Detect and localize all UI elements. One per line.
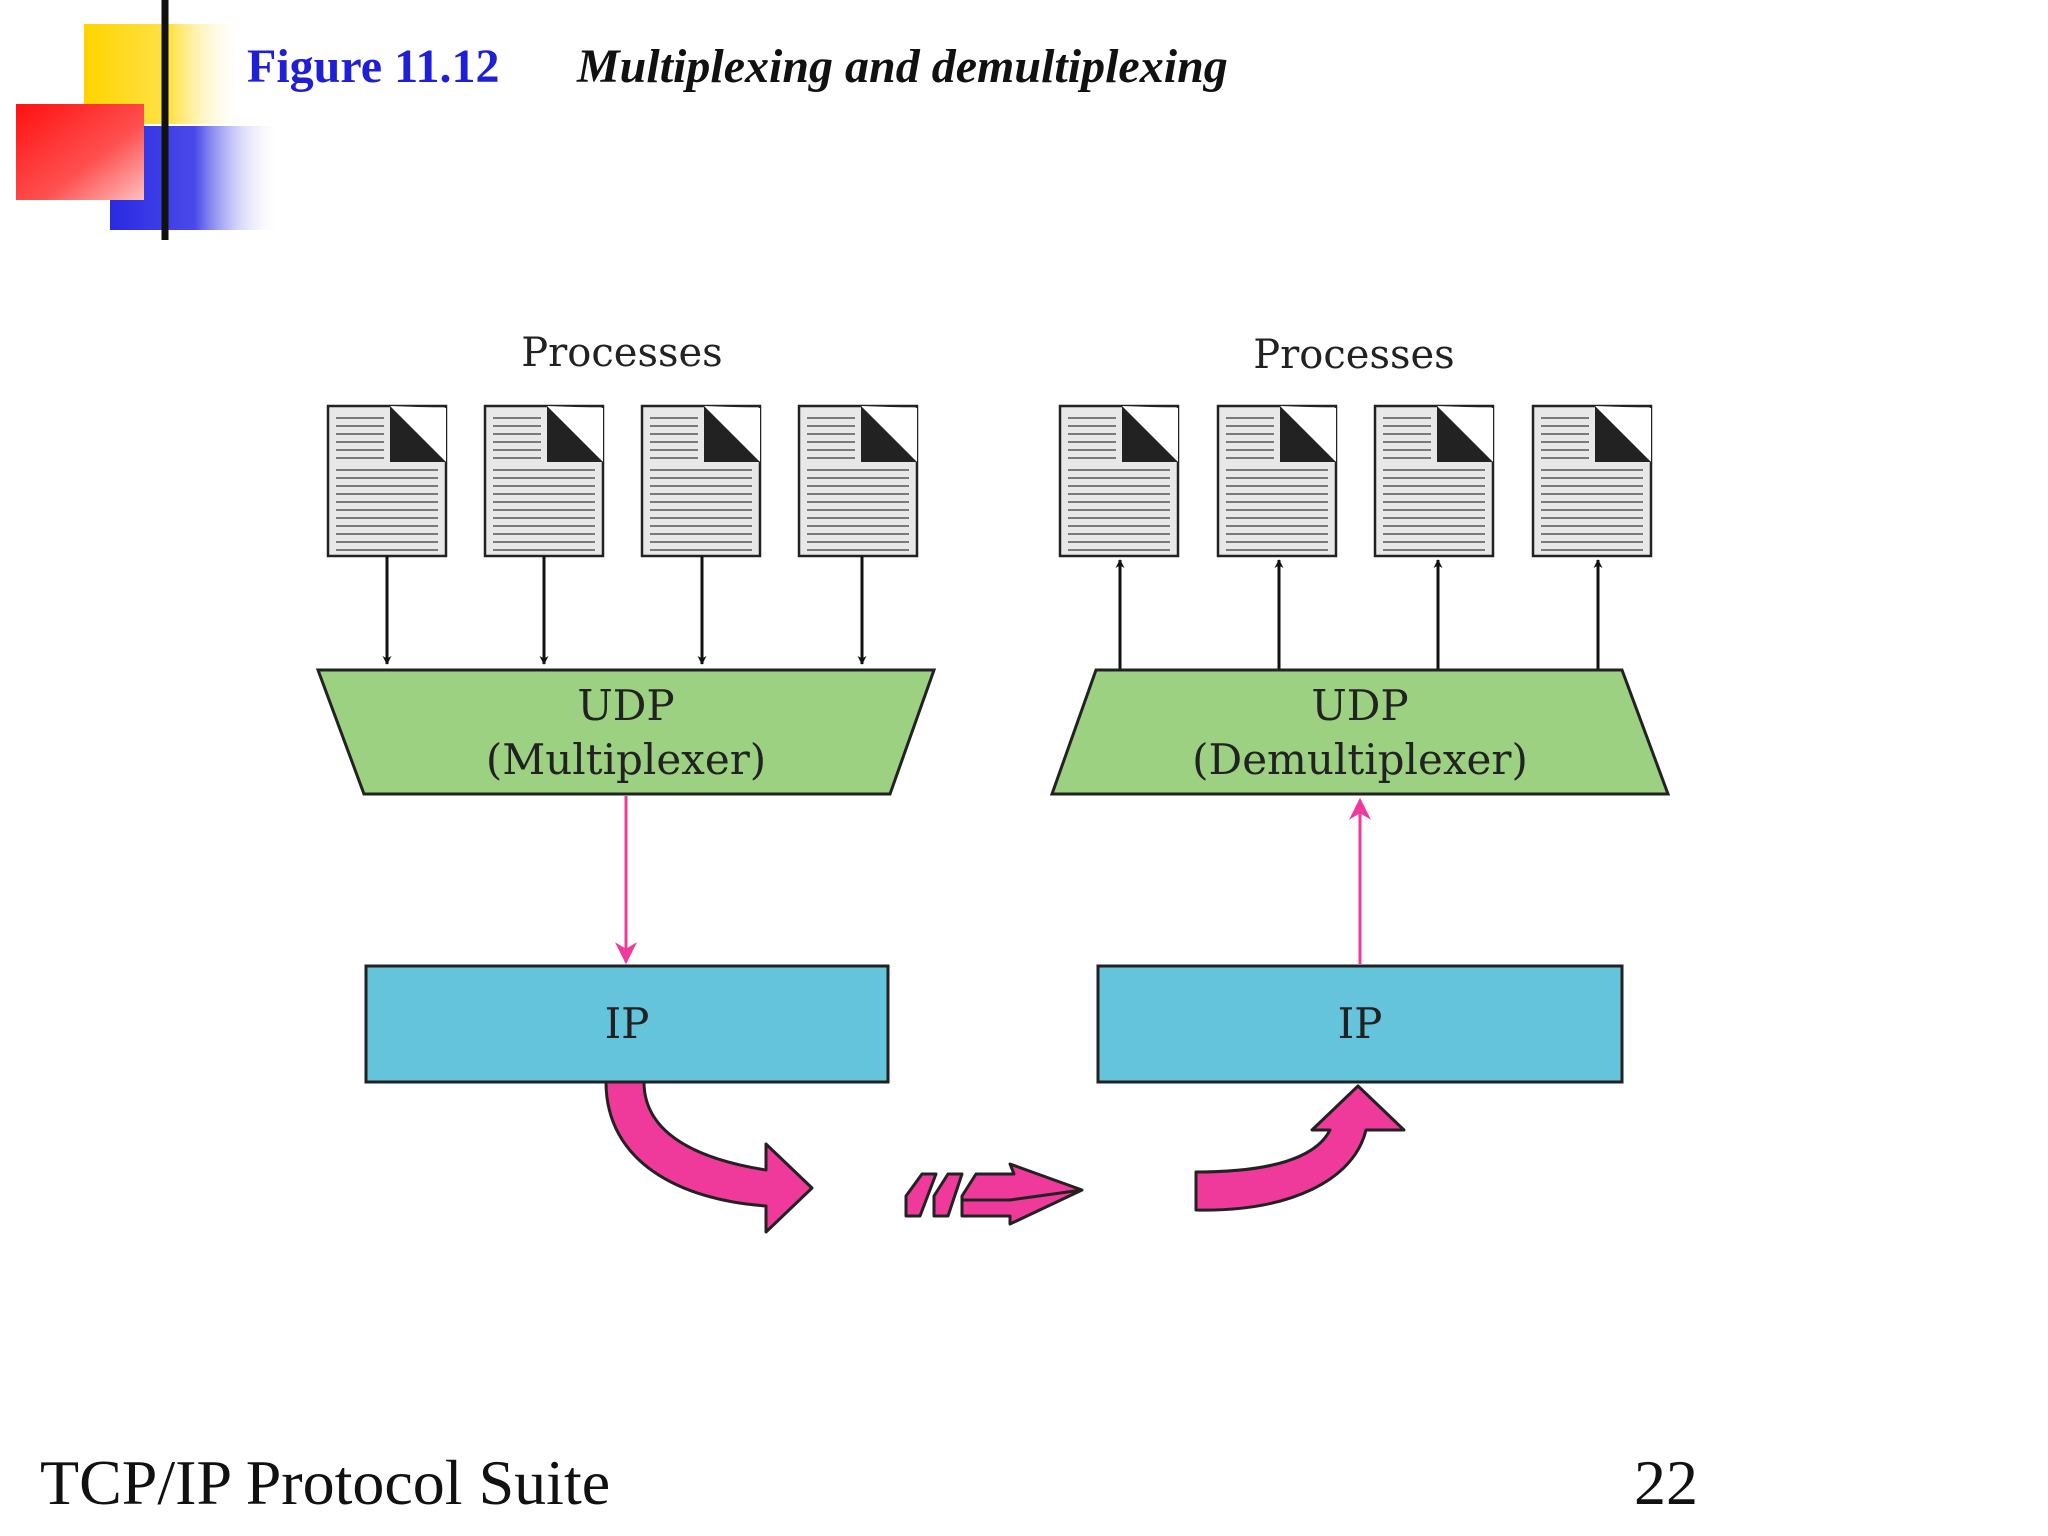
sender-ip-box (364, 964, 890, 1084)
udp-multiplexer-name: UDP (577, 681, 674, 730)
udp-demultiplexer-role: (Demultiplexer) (1192, 735, 1528, 784)
sender-process-doc-icon (797, 404, 919, 558)
receiver-process-doc-icon (1531, 404, 1653, 558)
transmission-arrow (904, 1162, 1084, 1226)
udp-multiplexer-role: (Multiplexer) (486, 735, 766, 784)
udp-multiplexer-box (315, 668, 937, 796)
sender-process-doc-icon (640, 404, 762, 558)
receiver-ip-label: IP (1338, 999, 1383, 1048)
receiver-process-doc-icon (1058, 404, 1180, 558)
sender-process-doc-icon (483, 404, 605, 558)
figure-title: Multiplexing and demultiplexing (576, 40, 1228, 93)
page-number: 22 (1634, 1447, 1698, 1518)
sender-ip-label: IP (605, 999, 650, 1048)
receiver-processes (1058, 404, 1653, 558)
sender-down-arrows (382, 556, 867, 665)
receiver-up-arrows (1115, 559, 1603, 670)
corner-decoration (16, 0, 1940, 240)
receiver-process-doc-icon (1216, 404, 1338, 558)
footer-suite: TCP/IP Protocol Suite (40, 1447, 610, 1518)
sender-curved-arrow (604, 1080, 814, 1234)
sender-process-doc-icon (326, 404, 448, 558)
udp-demultiplexer-box (1049, 668, 1671, 796)
sender-processes-label: Processes (521, 330, 722, 376)
receiver-process-doc-icon (1373, 404, 1495, 558)
receiver-processes-label: Processes (1253, 332, 1454, 378)
udp-demultiplexer-name: UDP (1311, 681, 1408, 730)
figure-number: Figure 11.12 (247, 40, 499, 93)
sender-processes (326, 404, 919, 558)
receiver-ip-box (1096, 964, 1624, 1084)
receiver-curved-arrow (1194, 1084, 1406, 1212)
